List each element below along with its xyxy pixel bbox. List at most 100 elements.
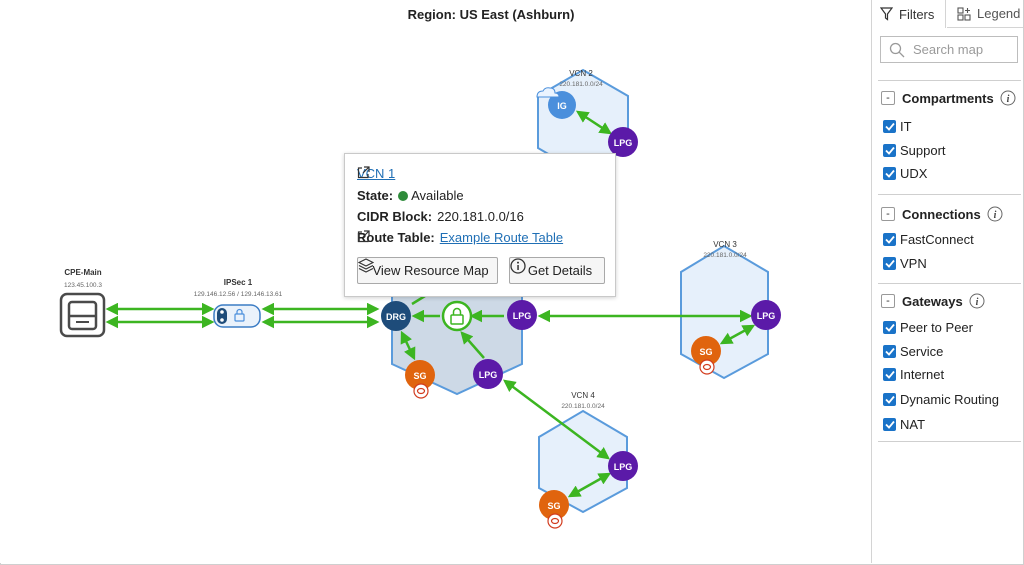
info-icon[interactable]: i	[987, 206, 1003, 222]
filter-item-service[interactable]: Service	[883, 342, 943, 360]
ig-label: IG	[557, 101, 567, 111]
filter-item-label: Internet	[900, 366, 945, 382]
filter-item-vpn[interactable]: VPN	[883, 254, 927, 272]
lpg-node-vcn1-top[interactable]: LPG	[507, 300, 537, 330]
filter-item-fastconnect[interactable]: FastConnect	[883, 230, 974, 248]
sg-node-vcn1[interactable]: SG	[405, 360, 435, 399]
lpg-label: LPG	[614, 138, 633, 148]
vcn2-name: VCN 2	[569, 69, 593, 78]
search-box[interactable]	[880, 36, 1018, 63]
cidr-label: CIDR Block:	[357, 209, 433, 224]
cpe-name: CPE-Main	[64, 268, 101, 277]
legend-icon	[957, 6, 971, 21]
divider	[878, 283, 1021, 284]
vcn4-cidr: 220.181.0.0/24	[561, 403, 605, 410]
search-input[interactable]	[911, 41, 1015, 58]
internet-gateway-node[interactable]: IG	[536, 87, 576, 119]
get-details-button[interactable]: Get Details	[509, 257, 605, 284]
connection-links	[105, 110, 756, 498]
checkbox-checked-icon[interactable]	[883, 344, 896, 358]
divider	[878, 194, 1021, 195]
route-table-link[interactable]: Example Route Table	[439, 230, 564, 245]
tab-legend-label: Legend	[977, 6, 1021, 21]
filter-item-internet[interactable]: Internet	[883, 365, 944, 383]
filter-item-label: UDX	[900, 165, 928, 181]
filter-item-label: IT	[900, 118, 912, 134]
tab-filters[interactable]: Filters	[872, 0, 946, 28]
lpg-node-vcn3[interactable]: LPG	[751, 300, 781, 330]
checkbox-checked-icon[interactable]	[883, 392, 896, 406]
filter-item-nat[interactable]: NAT	[883, 415, 925, 433]
filter-item-it[interactable]: IT	[883, 117, 912, 135]
divider	[878, 441, 1021, 442]
get-details-label: Get Details	[527, 263, 593, 278]
lpg-node-vcn4[interactable]: LPG	[608, 451, 638, 481]
available-status-icon	[398, 190, 409, 201]
collapse-connections-button[interactable]: -	[881, 207, 895, 221]
drg-label: DRG	[386, 312, 406, 322]
lpg-label: LPG	[614, 462, 633, 472]
cpe-main-node[interactable]	[59, 292, 106, 338]
lock-gateway-node[interactable]	[441, 300, 473, 332]
connections-title: Connections	[902, 206, 981, 222]
vcn-details-popup: VCN 1 State: Available CIDR Block: 220.1…	[344, 153, 616, 297]
checkbox-checked-icon[interactable]	[883, 166, 896, 180]
vcn3-name: VCN 3	[713, 240, 737, 249]
filter-item-label: Peer to Peer	[900, 319, 973, 335]
filter-item-label: NAT	[900, 416, 926, 432]
lpg-node-vcn1-bottom[interactable]: LPG	[473, 359, 503, 389]
checkbox-checked-icon[interactable]	[883, 232, 896, 246]
tab-legend[interactable]: Legend	[947, 0, 1023, 28]
sg-label: SG	[699, 347, 712, 357]
filter-item-peer-to-peer[interactable]: Peer to Peer	[883, 318, 973, 336]
lpg-node-vcn2[interactable]: LPG	[608, 127, 638, 157]
drg-node[interactable]: DRG	[381, 301, 411, 331]
filter-item-dynamic-routing[interactable]: Dynamic Routing	[883, 390, 999, 408]
state-label: State:	[357, 188, 394, 203]
state-value: Available	[411, 188, 464, 203]
lpg-label: LPG	[479, 370, 498, 380]
sg-node-vcn3[interactable]: SG	[691, 336, 721, 375]
compartments-group-header: - Compartments i	[881, 88, 1016, 108]
filter-item-label: Service	[900, 343, 944, 359]
lpg-label: LPG	[513, 311, 532, 321]
info-icon[interactable]: i	[1000, 90, 1016, 106]
view-resource-map-label: View Resource Map	[372, 263, 489, 278]
checkbox-checked-icon[interactable]	[883, 320, 896, 334]
network-map[interactable]: Region: US East (Ashburn)	[0, 0, 871, 563]
view-resource-map-button[interactable]: View Resource Map	[357, 257, 498, 284]
filter-item-label: FastConnect	[900, 231, 974, 247]
filter-item-udx[interactable]: UDX	[883, 164, 927, 182]
collapse-compartments-button[interactable]: -	[881, 91, 895, 105]
info-icon[interactable]: i	[969, 293, 985, 309]
gateways-group-header: - Gateways i	[881, 291, 985, 311]
ipsec-ips: 129.146.12.56 / 129.146.13.61	[194, 291, 283, 298]
compartments-title: Compartments	[902, 90, 994, 106]
vcn4-name: VCN 4	[571, 391, 595, 400]
checkbox-checked-icon[interactable]	[883, 256, 896, 270]
svg-text:i: i	[975, 297, 978, 308]
filter-item-support[interactable]: Support	[883, 141, 946, 159]
connections-group-header: - Connections i	[881, 204, 1003, 224]
vcn2-cidr: 220.181.0.0/24	[559, 81, 603, 88]
svg-text:i: i	[993, 210, 996, 221]
checkbox-checked-icon[interactable]	[883, 417, 896, 431]
ipsec-name: IPSec 1	[224, 278, 253, 287]
checkbox-checked-icon[interactable]	[883, 143, 896, 157]
cpe-ip: 123.45.100.3	[64, 282, 102, 289]
filter-item-label: Dynamic Routing	[900, 391, 999, 407]
checkbox-checked-icon[interactable]	[883, 119, 896, 133]
tab-filters-label: Filters	[899, 6, 935, 22]
cidr-value: 220.181.0.0/16	[437, 209, 524, 224]
filters-panel: Filters Legend - Compartments i IT Suppo…	[871, 0, 1023, 563]
ipsec-node[interactable]	[213, 304, 261, 328]
region-title: Region: US East (Ashburn)	[408, 7, 575, 22]
divider	[878, 80, 1021, 81]
checkbox-checked-icon[interactable]	[883, 367, 896, 381]
filter-item-label: Support	[900, 142, 946, 158]
search-icon	[889, 42, 905, 58]
collapse-gateways-button[interactable]: -	[881, 294, 895, 308]
sg-label: SG	[547, 501, 560, 511]
sg-node-vcn4[interactable]: SG	[539, 490, 569, 529]
sg-label: SG	[413, 371, 426, 381]
